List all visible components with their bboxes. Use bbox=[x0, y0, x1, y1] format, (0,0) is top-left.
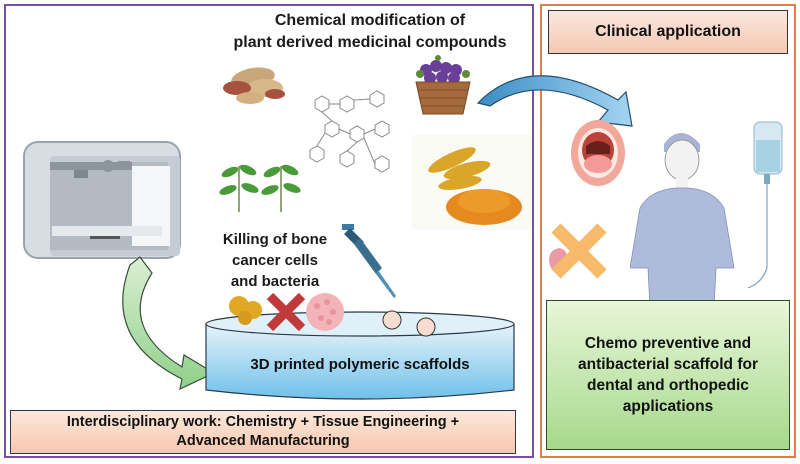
pipette-icon bbox=[342, 224, 396, 298]
interdisciplinary-box: Interdisciplinary work: Chemistry + Tiss… bbox=[10, 410, 516, 454]
killing-line-2: cancer cells bbox=[232, 252, 318, 269]
heading-line-1: Chemical modification of bbox=[274, 12, 466, 29]
clinical-application-title: Clinical application bbox=[548, 10, 788, 54]
right-panel bbox=[540, 4, 796, 458]
outcome-box: Chemo preventive and antibacterial scaff… bbox=[546, 300, 790, 450]
outcome-line-2: antibacterial scaffold for bbox=[577, 356, 758, 373]
killing-text: Killing of bone cancer cells and bacteri… bbox=[210, 229, 340, 292]
plant-leaves-icon bbox=[219, 164, 301, 212]
cells-icon bbox=[382, 310, 436, 337]
outcome-line-3: dental and orthopedic bbox=[587, 377, 749, 394]
grape-basket-icon bbox=[415, 55, 471, 115]
curved-arrow-blue-icon bbox=[476, 75, 633, 127]
open-mouth-icon bbox=[571, 120, 625, 186]
footer-line-2: Advanced Manufacturing bbox=[176, 433, 350, 449]
patient-icon bbox=[630, 133, 735, 308]
curved-arrow-green-icon bbox=[122, 256, 216, 390]
bacteria-icon bbox=[229, 296, 262, 325]
killing-line-3: and bacteria bbox=[230, 273, 320, 290]
left-panel bbox=[4, 4, 534, 458]
heading-line-2: plant derived medicinal compounds bbox=[233, 34, 507, 51]
chemical-modification-heading: Chemical modification of plant derived m… bbox=[200, 10, 540, 54]
outcome-line-4: applications bbox=[622, 398, 714, 415]
cancer-cell-icon bbox=[306, 293, 344, 331]
molecule-structure-icon bbox=[309, 90, 390, 173]
iv-bag-icon bbox=[748, 121, 783, 288]
footer-line-1: Interdisciplinary work: Chemistry + Tiss… bbox=[66, 414, 460, 430]
orange-cross-icon bbox=[549, 223, 607, 279]
red-cross-icon bbox=[266, 292, 306, 332]
3d-printer-icon bbox=[23, 141, 181, 259]
peanuts-icon bbox=[223, 67, 285, 104]
outcome-line-1: Chemo preventive and bbox=[584, 335, 752, 352]
dish-label: 3D printed polymeric scaffolds bbox=[250, 356, 470, 373]
killing-line-1: Killing of bone bbox=[222, 231, 328, 248]
turmeric-icon bbox=[412, 135, 532, 230]
